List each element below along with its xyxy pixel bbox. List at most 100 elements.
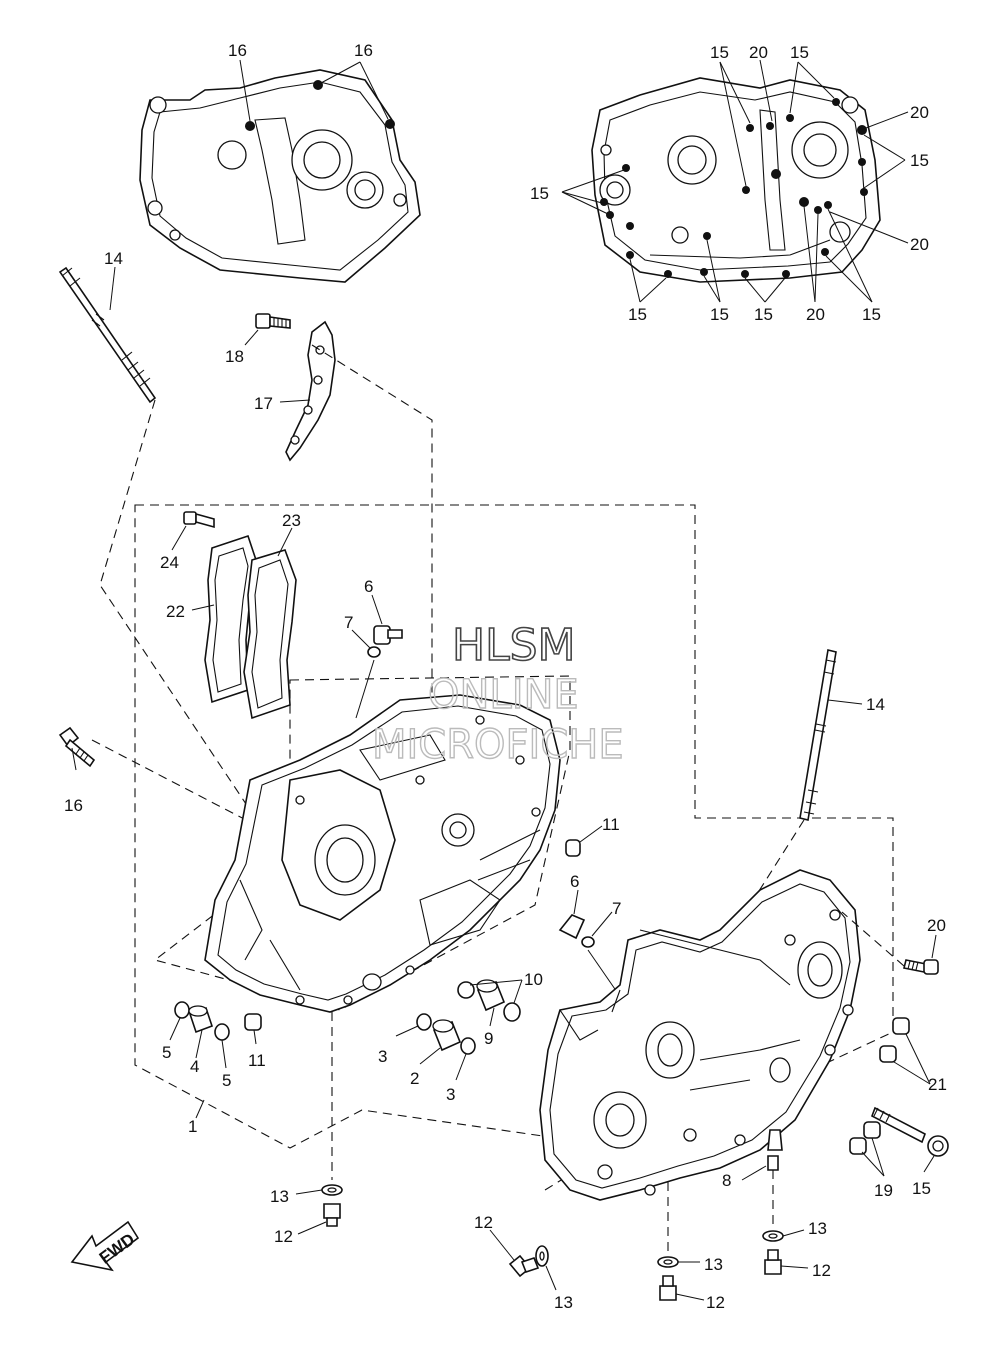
- callout-12d: 12: [812, 1261, 831, 1280]
- callout-20b: 20: [910, 103, 929, 122]
- o-ring-5b: [214, 1023, 230, 1069]
- dowel-4: [188, 1005, 214, 1059]
- right-case-bolt-pattern-view: [561, 59, 909, 303]
- dowel-9: [476, 979, 506, 1027]
- callout-7a: 7: [344, 613, 353, 632]
- callout-3b: 3: [446, 1085, 455, 1104]
- o-ring-7-upper: [351, 629, 381, 719]
- callout-16a: 16: [228, 41, 247, 60]
- o-ring-3a: [395, 1013, 432, 1037]
- o-ring-5a: [169, 1001, 190, 1041]
- bolt-markers: [600, 98, 868, 278]
- dowels-19: [849, 1121, 885, 1177]
- pin-8: [741, 1155, 779, 1181]
- callout-24: 24: [160, 553, 179, 572]
- watermark-line-2: ONLINE: [428, 672, 579, 718]
- stud-bolt-14-left: [58, 266, 157, 404]
- callout-2: 2: [410, 1069, 419, 1088]
- callout-5a: 5: [162, 1043, 171, 1062]
- sensor-6-lower: [558, 889, 586, 940]
- callout-4: 4: [190, 1057, 199, 1076]
- callout-15i: 15: [912, 1179, 931, 1198]
- stud-bolt-14-right: [751, 649, 863, 903]
- watermark: HLSM ONLINE MICROFICHE: [371, 619, 624, 769]
- drain-bolt-12b: [489, 1229, 540, 1278]
- leader-1: [195, 1099, 205, 1119]
- callout-15h: 15: [862, 305, 881, 324]
- callout-13d: 13: [808, 1219, 827, 1238]
- washer-13a: [295, 1184, 343, 1196]
- callout-13b: 13: [554, 1293, 573, 1312]
- watermark-line-3: MICROFICHE: [372, 722, 624, 768]
- crankcase-left-half: [204, 694, 561, 1013]
- callout-15f: 15: [710, 305, 729, 324]
- washer-13c: [657, 1256, 700, 1268]
- callout-10: 10: [524, 970, 543, 989]
- callout-5b: 5: [222, 1071, 231, 1090]
- drain-bolt-12c: [659, 1275, 705, 1301]
- o-ring-3b: [455, 1037, 476, 1081]
- callout-20c: 20: [910, 235, 929, 254]
- fwd-arrow-icon: FWD: [70, 1220, 140, 1272]
- callout-11a: 11: [602, 815, 620, 834]
- callout-13c: 13: [704, 1255, 723, 1274]
- bolt-18: [244, 313, 291, 346]
- dowel-2: [419, 1019, 462, 1065]
- bracket-17: [279, 320, 336, 462]
- washer-13d: [762, 1229, 805, 1242]
- dashed-assembly-outline: [134, 504, 894, 1151]
- callout-8: 8: [722, 1171, 731, 1190]
- callout-15a: 15: [710, 43, 729, 62]
- callout-19: 19: [874, 1181, 893, 1200]
- dashed-inner-outline: [153, 675, 571, 1011]
- washer-13b: [535, 1245, 557, 1291]
- bolt-15: [871, 1106, 949, 1173]
- callout-20e: 20: [927, 916, 946, 935]
- drain-bolt-12a: [297, 1203, 341, 1235]
- dashed-assembly-line-17: [311, 344, 433, 720]
- callout-12c: 12: [706, 1293, 725, 1312]
- bolt-16: [58, 726, 96, 771]
- callout-15c: 15: [910, 151, 929, 170]
- callout-16c: 16: [64, 796, 83, 815]
- callout-6b: 6: [570, 872, 579, 891]
- bolt-20: [841, 911, 939, 975]
- callout-16b: 16: [354, 41, 373, 60]
- o-ring-10a: [457, 981, 475, 999]
- bolt-24: [171, 511, 215, 551]
- callout-20d: 20: [806, 305, 825, 324]
- watermark-line-1: HLSM: [452, 620, 576, 671]
- sensor-6-upper: [371, 594, 403, 645]
- callout-6a: 6: [364, 577, 373, 596]
- drain-bolt-12d: [764, 1249, 809, 1275]
- callout-3a: 3: [378, 1047, 387, 1066]
- callout-15g: 15: [754, 305, 773, 324]
- callout-11b: 11: [248, 1051, 266, 1070]
- gasket-23: [243, 527, 297, 720]
- callout-21: 21: [928, 1075, 947, 1094]
- dowels-21: [879, 1017, 931, 1085]
- callout-23: 23: [282, 511, 301, 530]
- callout-12a: 12: [274, 1227, 293, 1246]
- o-ring-10b: [469, 979, 523, 1022]
- callout-15d: 15: [530, 184, 549, 203]
- dowel-11-lower: [244, 1013, 262, 1045]
- crankcase-right-half: [539, 869, 861, 1201]
- callout-13a: 13: [270, 1187, 289, 1206]
- callout-20a: 20: [749, 43, 768, 62]
- callout-15b: 15: [790, 43, 809, 62]
- dowel-11-upper: [565, 825, 603, 857]
- callout-15e: 15: [628, 305, 647, 324]
- callout-12b: 12: [474, 1213, 493, 1232]
- callout-18: 18: [225, 347, 244, 366]
- callout-1: 1: [188, 1117, 197, 1136]
- dashed-line-14-left: [99, 399, 271, 841]
- left-case-bolt-pattern-view: [139, 59, 421, 283]
- callout-17: 17: [254, 394, 273, 413]
- callout-22: 22: [166, 602, 185, 621]
- callout-14a: 14: [104, 249, 123, 268]
- callout-14b: 14: [866, 695, 885, 714]
- callout-7b: 7: [612, 899, 621, 918]
